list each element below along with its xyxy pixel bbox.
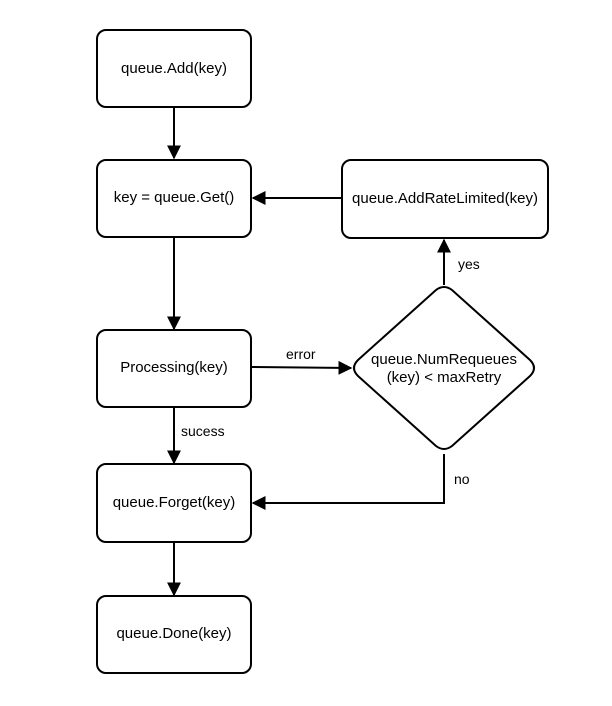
edge-label-yes: yes (458, 256, 480, 272)
node-queue-done-label: queue.Done(key) (116, 625, 231, 642)
edge-label-no: no (454, 471, 470, 487)
node-queue-add: queue.Add(key) (96, 29, 252, 108)
node-queue-addratelimited: queue.AddRateLimited(key) (341, 159, 549, 239)
node-queue-get-label: key = queue.Get() (114, 189, 234, 206)
node-queue-add-label: queue.Add(key) (121, 60, 227, 77)
node-decision-line1: queue.NumRequeues (371, 351, 517, 368)
edge-decision-to-forget (251, 454, 445, 510)
node-queue-get: key = queue.Get() (96, 159, 252, 238)
edge-processing-to-decision (251, 360, 353, 375)
edge-label-success: sucess (181, 423, 225, 439)
node-decision-line2: (key) < maxRetry (387, 369, 502, 386)
node-queue-forget-label: queue.Forget(key) (113, 494, 236, 511)
node-processing-label: Processing(key) (120, 359, 228, 376)
node-queue-done: queue.Done(key) (96, 595, 252, 674)
node-queue-forget: queue.Forget(key) (96, 463, 252, 543)
node-decision: queue.NumRequeues (key) < maxRetry (353, 286, 535, 450)
node-processing: Processing(key) (96, 329, 252, 408)
edge-label-error: error (286, 346, 316, 362)
node-queue-addratelimited-label: queue.AddRateLimited(key) (352, 190, 538, 207)
